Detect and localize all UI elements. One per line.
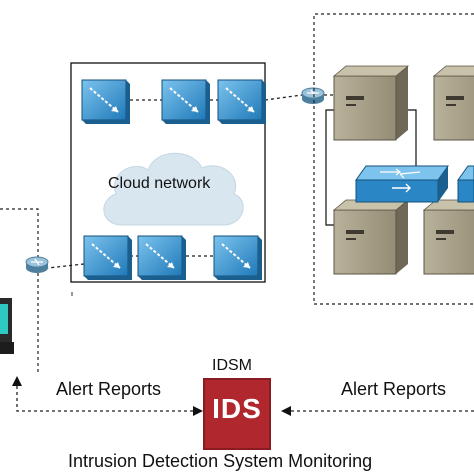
cloud-network-label: Cloud network — [108, 175, 211, 192]
atm-switch-icon — [83, 235, 133, 281]
atm-switch-icon — [137, 235, 187, 281]
server-icon — [333, 199, 409, 275]
arrow-head-icon — [12, 376, 22, 386]
alert-reports-right-label: Alert Reports — [341, 379, 447, 399]
ids-appliance-icon — [203, 378, 271, 450]
datacenter-frame — [313, 13, 474, 305]
atm-switch-icon — [213, 235, 263, 281]
ids-box-label: IDS — [212, 393, 262, 424]
alert-arrow-lines — [16, 386, 474, 412]
workgroup-switch-icon — [457, 165, 474, 203]
idsm-label: IDSM — [212, 357, 252, 374]
switch-links — [47, 94, 334, 269]
atm-switch-icon — [217, 79, 267, 125]
alert-reports-left-label: Alert Reports — [56, 379, 162, 399]
atm-switch-icon — [161, 79, 211, 125]
diagram-caption: Intrusion Detection System Monitoring — [68, 451, 373, 471]
workstation-icon — [0, 298, 14, 354]
arrow-head-icon — [281, 406, 291, 416]
router-icon — [25, 256, 49, 274]
atm-switch-icon — [81, 79, 131, 125]
workgroup-switch-icon — [355, 165, 449, 203]
server-icon — [333, 65, 409, 141]
left-link-line — [0, 208, 39, 372]
server-icon — [433, 65, 474, 141]
cloud-icon — [103, 152, 244, 226]
router-icon — [301, 87, 325, 105]
server-icon — [423, 199, 474, 275]
arrow-head-icon — [193, 406, 203, 416]
